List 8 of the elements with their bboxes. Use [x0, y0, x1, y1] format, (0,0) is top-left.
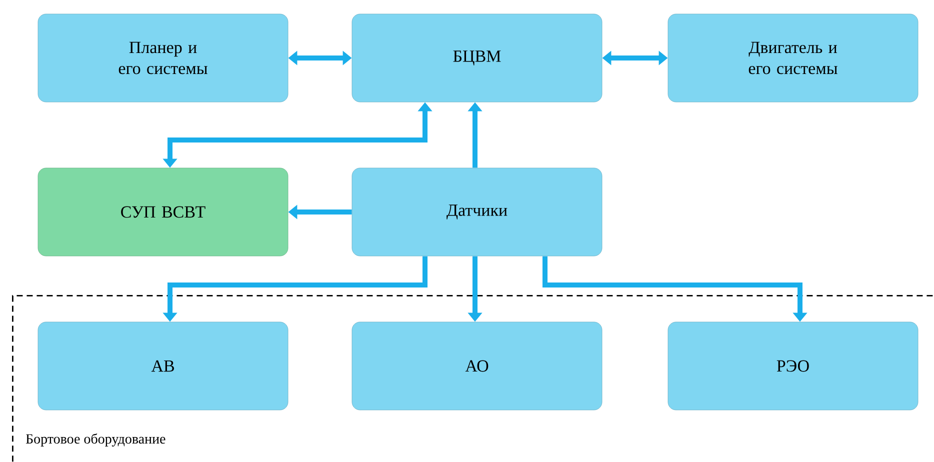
process-box: АО	[352, 322, 602, 410]
process-box: СУП ВСВТ	[38, 168, 288, 256]
process-box: РЭО	[668, 322, 918, 410]
process-box: АВ	[38, 322, 288, 410]
process-box: Двигатель и его системы	[668, 14, 918, 102]
process-box: Планер и его системы	[38, 14, 288, 102]
process-box: БЦВМ	[352, 14, 602, 102]
process-box: Датчики	[352, 168, 602, 256]
